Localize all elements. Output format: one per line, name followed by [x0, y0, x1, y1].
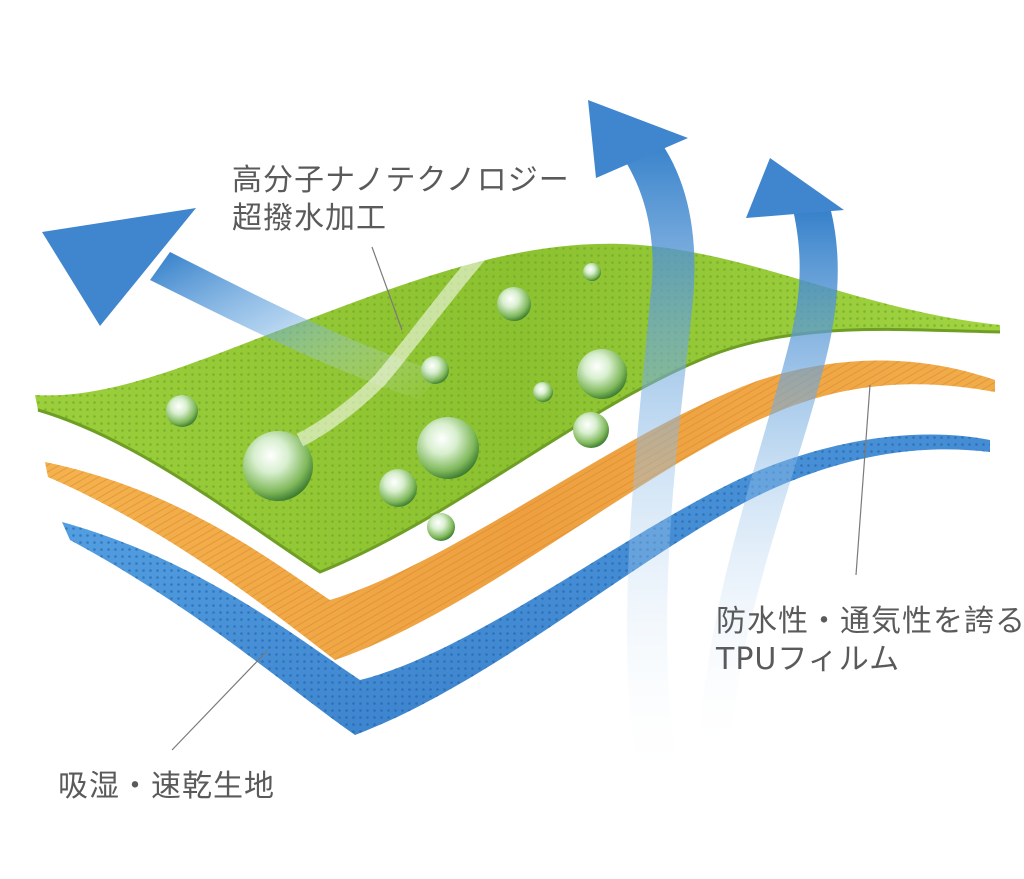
water-droplet: [577, 349, 627, 399]
water-droplets: [166, 263, 627, 541]
middle-fabric-layer: [45, 360, 995, 660]
right-vapor-arrow: [700, 158, 844, 760]
label-right-line1: 防水性・通気性を誇る: [716, 604, 1024, 639]
water-droplet: [533, 382, 553, 402]
water-droplet: [497, 287, 531, 321]
water-droplet: [583, 263, 601, 281]
label-tpu-film: 防水性・通気性を誇る TPUフィルム: [716, 603, 1024, 679]
label-top-line1: 高分子ナノテクノロジー: [232, 163, 570, 198]
water-droplet: [379, 469, 417, 507]
leader-line-bottom: [171, 649, 269, 751]
label-top-line2: 超撥水加工: [232, 201, 387, 236]
leader-line-right: [855, 384, 871, 576]
label-super-water-repellent: 高分子ナノテクノロジー 超撥水加工: [232, 162, 570, 238]
left-vapor-arrow: [42, 208, 440, 400]
label-quick-dry-fabric: 吸湿・速乾生地: [58, 768, 275, 806]
leader-line-top: [371, 246, 403, 331]
water-droplet: [243, 431, 313, 501]
thin-vapor-stream: [296, 185, 545, 447]
water-droplet: [427, 513, 455, 541]
water-droplet: [417, 417, 479, 479]
center-vapor-arrow: [588, 100, 695, 790]
label-bottom-line1: 吸湿・速乾生地: [58, 769, 275, 804]
bottom-fabric-layer: [62, 434, 990, 735]
label-right-line2: TPUフィルム: [716, 642, 901, 677]
water-droplet: [573, 412, 609, 448]
water-droplet: [166, 395, 198, 427]
